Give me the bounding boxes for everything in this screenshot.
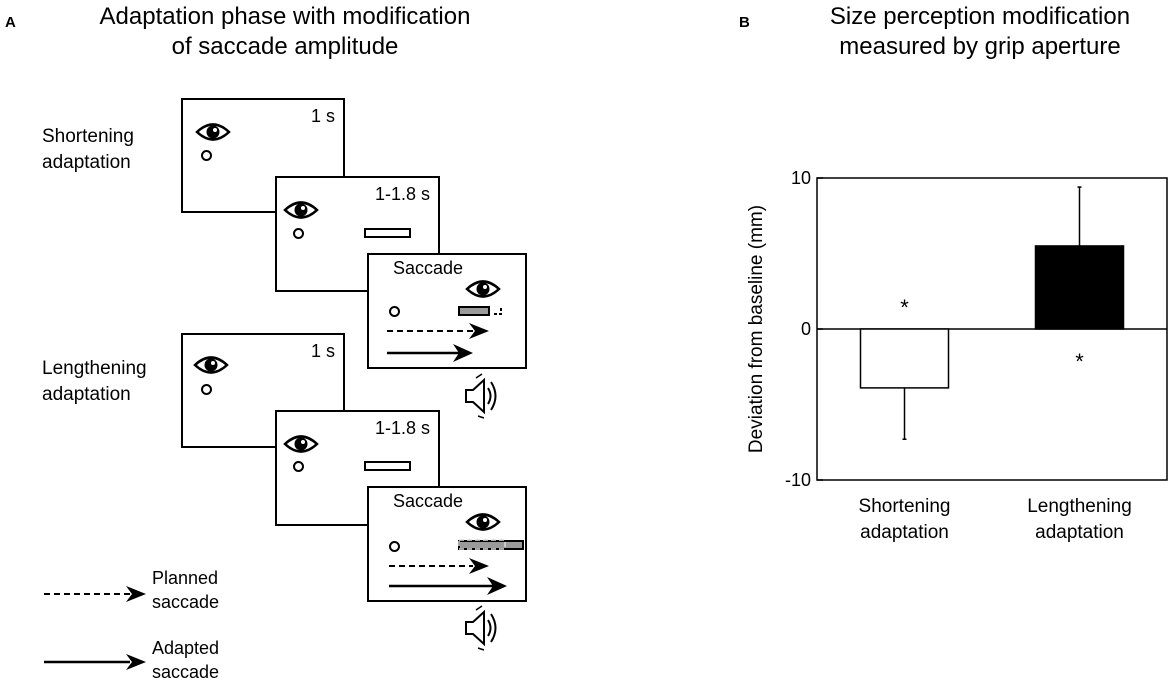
solid-arrow-icon [387, 344, 473, 362]
legend-planned-line1: Planned [152, 568, 219, 588]
category-label: adaptation [1035, 522, 1124, 543]
eye-icon [465, 280, 501, 298]
shortening-screen2-time: 1-1.8 s [374, 184, 430, 204]
fixation-point [389, 306, 400, 317]
dashed-arrow-icon [387, 323, 489, 339]
legend-planned-line2: saccade [152, 592, 220, 612]
eye-icon [283, 435, 319, 453]
fixation-point [293, 228, 304, 239]
lengthening-screen1-time: 1 s [310, 341, 335, 361]
shortening-label-line1: Shortening [42, 126, 134, 147]
lengthening-screen2-time: 1-1.8 s [374, 418, 430, 438]
eye-icon [193, 356, 229, 374]
legend-adapted-line1: Adapted [152, 638, 220, 658]
panel-b-title-line1: Size perception modification [829, 3, 1131, 30]
original-target-outline [458, 539, 506, 550]
category-label: Shortening [859, 496, 951, 517]
panel-a-title-line1: Adaptation phase with modification [99, 3, 471, 30]
legend-adapted-label: Adapted saccade [152, 636, 219, 684]
target-bar [364, 228, 411, 238]
bar [859, 328, 950, 389]
eye-icon [465, 513, 501, 531]
y-axis-label: Deviation from baseline (mm) [746, 205, 767, 453]
shortening-screen3-title: Saccade [393, 258, 464, 278]
bar [1034, 245, 1125, 330]
significance-marker: * [1075, 349, 1084, 374]
solid-arrow-icon [389, 577, 507, 595]
fixation-point [201, 384, 212, 395]
panel-a-letter: A [5, 14, 16, 31]
eye-icon [195, 123, 231, 141]
target-bar-shortened [458, 306, 490, 316]
shortening-label-line2: adaptation [42, 152, 131, 173]
significance-marker: * [900, 295, 909, 320]
panel-b-title-line2: measured by grip aperture [839, 33, 1121, 60]
shortening-screen-fixation: 1 s [181, 98, 345, 213]
lengthening-label-line2: adaptation [42, 384, 131, 405]
legend-adapted-line2: saccade [152, 662, 220, 682]
fixation-point [293, 461, 304, 472]
shortening-screen1-time: 1 s [310, 106, 335, 126]
fixation-point [389, 541, 400, 552]
shortening-screen-saccade: Saccade [367, 253, 527, 369]
legend-solid-arrow-icon [44, 654, 146, 670]
y-tick-label: -10 [785, 470, 811, 490]
y-tick-label: 10 [791, 168, 811, 188]
shortening-label: Shortening adaptation [42, 124, 134, 176]
speaker-icon [465, 373, 497, 419]
panel-a-title-line2: of saccade amplitude [171, 33, 399, 60]
target-bar [364, 461, 411, 471]
bar-chart: -10 0 10 * * Shortening adaptation Lengthenin… [746, 168, 1168, 543]
legend-dashed-arrow-icon [44, 586, 146, 602]
lengthening-screen-saccade: Saccade [367, 486, 527, 602]
eye-icon [283, 201, 319, 219]
panel-b-letter: B [739, 14, 750, 31]
category-label: Lengthening [1027, 496, 1132, 517]
y-tick-label: 0 [801, 319, 811, 339]
panel-b-title: Size perception modification measured by… [790, 2, 1170, 62]
category-label: adaptation [860, 522, 949, 543]
dashed-arrow-icon [389, 558, 489, 574]
speaker-icon [465, 605, 497, 651]
fixation-point [201, 150, 212, 161]
lengthening-screen3-title: Saccade [393, 491, 464, 511]
lengthening-screen-fixation: 1 s [181, 333, 345, 448]
lengthening-label: Lengthening adaptation [42, 356, 147, 408]
legend-planned-label: Planned saccade [152, 566, 219, 614]
removed-target-outline [494, 306, 502, 315]
lengthening-label-line1: Lengthening [42, 358, 147, 379]
panel-a-title: Adaptation phase with modification of sa… [40, 2, 530, 62]
